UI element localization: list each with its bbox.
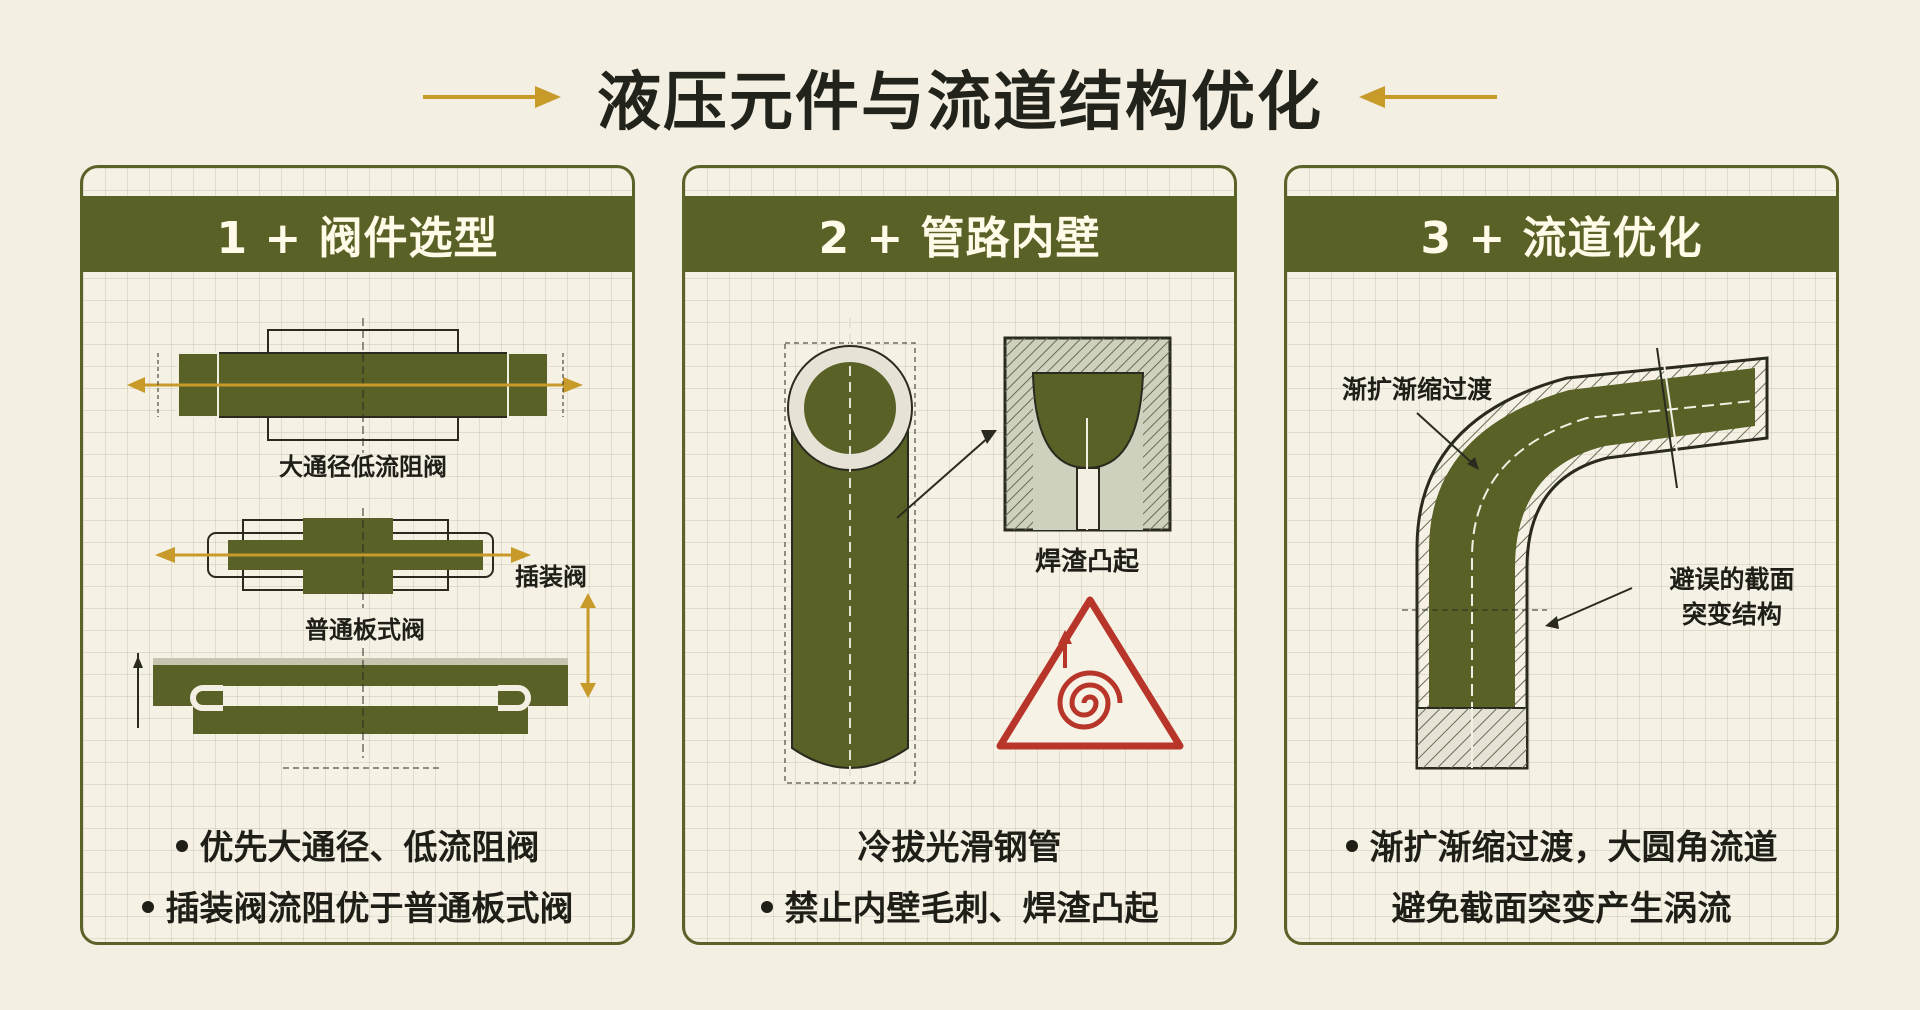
bullet-item: 插装阀流阻优于普通板式阀 [141,881,574,930]
bullet-list: 渐扩渐缩过渡，大圆角流道 避免截面突变产生涡流 [1287,820,1836,930]
bullet-item: 禁止内壁毛刺、焊渣凸起 [760,881,1159,930]
cartridge-valve-icon [155,508,531,608]
channel-diagram: 渐扩渐缩过渡 避误的截面 突变结构 [1342,347,1795,770]
panel-pipe-inner-wall: 2 + 管路内壁 焊渣凸起 [682,165,1237,945]
list-item: 冷拔光滑钢管 [857,828,1062,868]
label-avoid-section-2: 突变结构 [1682,600,1782,629]
bullet-item: 避免截面突变产生涡流 [1391,889,1732,929]
label-large-bore-valve: 大通径低流阻阀 [279,453,447,481]
arrow-left-icon [1359,86,1497,108]
bullet-item: 渐扩渐缩过渡，大圆角流道 [1345,820,1778,869]
warning-swirl-icon [996,596,1184,750]
panel-flow-channel-optimization: 3 + 流道优化 渐扩渐缩过渡 避误的截面 突变结构 [1284,165,1839,945]
text-list: 冷拔光滑钢管 禁止内壁毛刺、焊渣凸起 [685,820,1234,930]
arrow-right-icon [423,86,561,108]
panel-header: 3 + 流道优化 [1287,196,1836,272]
label-plate-valve: 普通板式阀 [305,616,425,644]
page-title: 液压元件与流道结构优化 [597,66,1323,140]
bullet-item: 优先大通径、低流阻阀 [175,820,540,869]
label-cartridge-valve: 插装阀 [515,563,587,591]
curved-channel-icon [1402,347,1769,770]
label-avoid-section-1: 避误的截面 [1669,565,1794,594]
valve-diagram: 大通径低流阻阀 插装阀 普通板式阀 [127,318,596,769]
panel-header: 1 + 阀件选型 [83,196,632,272]
weld-slag-section-icon [1003,336,1172,532]
smooth-steel-pipe-icon [784,318,997,784]
title-row: 液压元件与流道结构优化 [0,52,1920,142]
large-bore-valve-icon [127,318,583,453]
panel-header: 2 + 管路内壁 [685,196,1234,272]
pipe-diagram: 焊渣凸起 [784,318,1184,784]
label-weld-slag: 焊渣凸起 [1035,547,1140,577]
plate-valve-icon [133,593,596,769]
bullet-list: 优先大通径、低流阻阀 插装阀流阻优于普通板式阀 [83,820,632,930]
panel-valve-selection: 1 + 阀件选型 大通径低流阻阀 插装阀 普通板式阀 [80,165,635,945]
label-gradual-transition: 渐扩渐缩过渡 [1342,375,1493,404]
